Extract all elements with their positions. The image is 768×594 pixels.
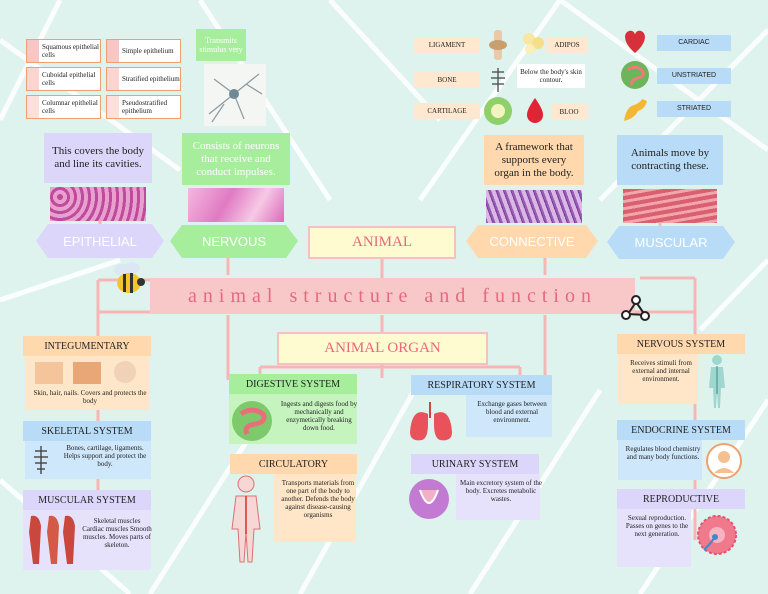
lungs-icon xyxy=(406,398,458,444)
integumentary-title: INTEGUMENTARY xyxy=(23,336,151,356)
endocrine-head-icon xyxy=(706,443,742,479)
page-title: animal structure and function xyxy=(188,284,597,307)
connective-type-blood: BLOO xyxy=(551,104,587,120)
nervous-system-card: Receives stimuli from external and inter… xyxy=(618,354,698,404)
epithelial-type-pseudostratified: Pseudostratified epithelium xyxy=(106,95,181,119)
muscle-type-unstriated: UNSTRIATED xyxy=(657,68,731,84)
nervous-figure-icon xyxy=(702,354,732,410)
nervous-note: Transmits stimulus very xyxy=(196,29,246,61)
muscular-banner xyxy=(607,226,735,259)
connective-type-cartilage: CARTILAGE xyxy=(414,103,480,119)
fat-cells-icon xyxy=(521,31,545,55)
respiratory-card: Exchange gases between blood and externa… xyxy=(466,395,552,437)
intestine-icon xyxy=(620,60,650,90)
epithelial-type-stratified: Stratified epithelium xyxy=(106,67,181,91)
muscle-type-cardiac: CARDIAC xyxy=(657,35,731,51)
neuron-image xyxy=(204,64,266,126)
cell-sperm-icon xyxy=(696,514,738,556)
skin-layers-icon xyxy=(35,361,136,384)
spine-icon xyxy=(34,446,48,474)
respiratory-title: RESPIRATORY SYSTEM xyxy=(411,375,552,395)
bone-icon xyxy=(486,66,510,94)
digestive-title: DIGESTIVE SYSTEM xyxy=(229,374,357,394)
nervous-system-title: NERVOUS SYSTEM xyxy=(617,334,745,354)
circulatory-title: CIRCULATORY xyxy=(230,454,357,474)
epithelial-type-cuboidal: Cuboidal epithelial cells xyxy=(26,67,101,91)
muscular-label: MUSCULAR xyxy=(634,235,708,250)
muscular-desc: Animals move by contracting these. xyxy=(617,135,723,185)
endocrine-card: Regulates blood chemistry and many body … xyxy=(618,440,702,480)
blood-drop-icon xyxy=(524,96,546,124)
human-circulatory-icon xyxy=(224,474,268,566)
title-bar xyxy=(150,278,635,314)
epithelial-banner xyxy=(36,224,164,258)
epithelial-desc: This covers the body and line its caviti… xyxy=(44,133,152,183)
bee-icon xyxy=(108,260,150,298)
epithelial-tissue-image xyxy=(50,187,146,221)
reproductive-title: REPRODUCTIVE xyxy=(617,489,745,509)
skeletal-title: SKELETAL SYSTEM xyxy=(23,421,151,441)
epithelial-type-simple: Simple epithelium xyxy=(106,39,181,63)
muscular-system-title: MUSCULAR SYSTEM xyxy=(23,490,151,510)
bladder-icon xyxy=(408,478,450,520)
digestive-card: Ingests and digests food by mechanically… xyxy=(229,394,357,444)
heart-icon xyxy=(621,25,649,55)
skeletal-card: Bones, cartilage, ligaments. Helps suppo… xyxy=(25,441,151,479)
animal-center-box: ANIMAL xyxy=(308,226,456,259)
nervous-tissue-image xyxy=(188,188,284,222)
connective-type-ligament: LIGAMENT xyxy=(414,37,480,53)
integumentary-card: Skin, hair, nails. Covers and protects t… xyxy=(25,356,149,410)
biceps-icon xyxy=(620,97,650,125)
nervous-banner xyxy=(170,225,298,258)
connective-banner xyxy=(466,225,598,258)
connective-tissue-image xyxy=(486,190,582,223)
reproductive-card: Sexual reproduction. Passes on genes to … xyxy=(617,509,691,567)
muscular-system-card: Skeletal muscles Cardiac muscles Smooth … xyxy=(23,510,152,570)
muscle-tissue-image xyxy=(623,189,717,223)
intestine-organ-icon xyxy=(232,401,272,441)
connective-type-adipose: ADIPOS xyxy=(546,37,588,53)
muscle-type-striated: STRIATED xyxy=(657,101,731,117)
network-icon xyxy=(618,292,652,326)
urinary-title: URINARY SYSTEM xyxy=(411,454,539,474)
muscles-icon xyxy=(29,515,75,564)
knee-icon xyxy=(484,30,512,60)
circulatory-card: Transports materials from one part of th… xyxy=(274,474,356,542)
epithelial-type-squamous: Squamous epithelial cells xyxy=(26,39,101,63)
connective-label: CONNECTIVE xyxy=(489,234,575,249)
nervous-label: NERVOUS xyxy=(201,234,267,249)
epithelial-types-grid: Squamous epithelial cells Simple epithel… xyxy=(26,39,186,119)
urinary-card: Main excretory system of the body. Excre… xyxy=(456,474,542,520)
adipose-note: Below the body's skin contour. xyxy=(517,64,585,88)
nervous-desc: Consists of neurons that receive and con… xyxy=(182,133,290,185)
epithelial-label: EPITHELIAL xyxy=(63,233,137,249)
cartilage-icon xyxy=(483,96,513,126)
endocrine-title: ENDOCRINE SYSTEM xyxy=(617,420,745,440)
epithelial-type-columnar: Columnar epithelial cells xyxy=(26,95,101,119)
connective-desc: A framework that supports every organ in… xyxy=(484,135,584,185)
connective-type-bone: BONE xyxy=(414,72,480,88)
animal-organ-box: ANIMAL ORGAN xyxy=(277,332,488,365)
